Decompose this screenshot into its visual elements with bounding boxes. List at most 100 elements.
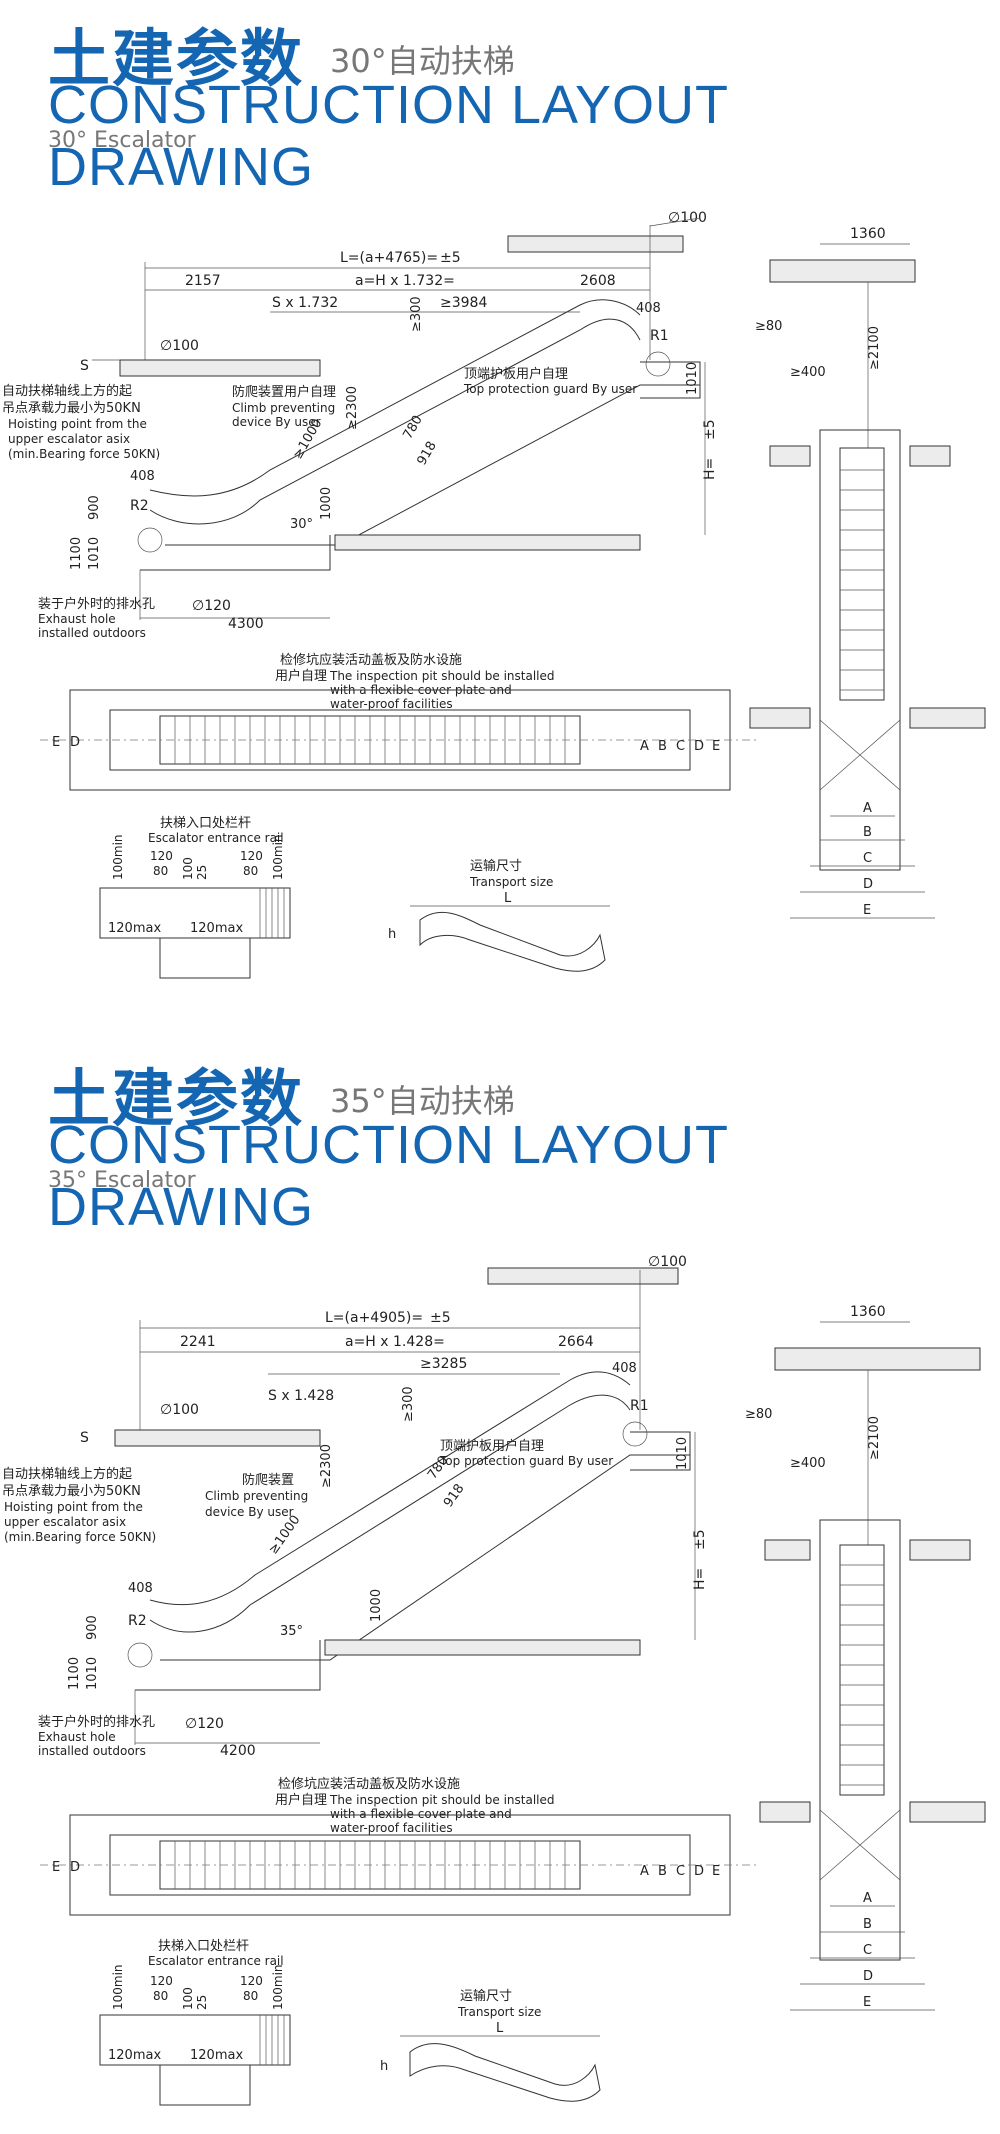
dim-pit: 4200 [220,1743,256,1759]
transport-cn: 运输尺寸 [470,858,522,874]
rail-120-l: 120 [150,849,173,863]
section-35-escalator: 土建参数 35°自动扶梯 CONSTRUCTION LAYOUT DRAWING… [0,1010,1000,2134]
end-shaft [819,1519,901,1961]
subtitle-en: 35° Escalator [48,1168,196,1193]
drain-en-1: Exhaust hole [38,612,116,626]
subtitle-en: 30° Escalator [48,128,196,153]
end-c: C [863,851,872,866]
end-d: D [863,877,873,892]
hoist-en-1: Hoisting point from the [4,1500,143,1514]
dim-1000-v: 1000 [319,487,334,520]
transport-l: L [496,2021,504,2036]
transport-outline [409,2043,601,2102]
end-a: A [863,1891,872,1906]
plan-view: 检修坑应装活动盖板及防水设施 用户自理 The inspection pit s… [40,652,760,791]
dim-s: S x 1.428 [268,1388,334,1404]
end-top-slab [769,259,916,283]
end-e: E [863,1995,871,2010]
guard-en: Top protection guard By user [463,382,637,396]
plan-right-d: D [694,739,704,754]
rail-25: 25 [195,865,209,880]
end-c: C [863,1943,872,1958]
hoist-en-1: Hoisting point from the [8,417,147,431]
drain-en-1: Exhaust hole [38,1730,116,1744]
rail-120-r: 120 [240,849,263,863]
pit-cn-2: 用户自理 [275,1792,327,1808]
dim-pit: 4300 [228,616,264,632]
rail-label-cn: 扶梯入口处栏杆 [158,1939,249,1954]
transport-outline [419,911,606,972]
rail-100min-r: 100min [271,1964,285,2010]
r2-label: R2 [130,498,149,514]
top-slab [487,1267,679,1285]
construction-drawing: ∅100 L=(a+4905)= ±5 2241 a=H x 1.428= 26… [2,1254,986,2106]
total-tol: ±5 [440,250,461,266]
plan-left-e: E [52,1860,60,1875]
end-d80: ≥80 [755,319,782,334]
rail-100min-r: 100min [271,834,285,880]
rail-100: 100 [181,1987,195,2010]
subtitle-cn: 30°自动扶梯 [330,42,515,80]
end-view: 1360 ≥80 ≥400 ≥2100 A B [745,1304,986,2011]
dim-900: 900 [87,495,102,520]
rail-label-cn: 扶梯入口处栏杆 [160,816,251,831]
dim-left: 2241 [180,1334,216,1350]
end-width: 1360 [850,226,886,242]
r2-circle [137,527,163,553]
lower-floor-slab [114,1429,321,1447]
pit-cn: 检修坑应装活动盖板及防水设施 [280,652,462,668]
rail-120-l: 120 [150,1974,173,1988]
dim-right: 2608 [580,273,616,289]
dim-1100: 1100 [67,1657,82,1690]
end-e: E [863,903,871,918]
climb-en-1: Climb preventing [232,401,335,415]
subtitle-cn: 35°自动扶梯 [330,1082,515,1120]
plan-right-d: D [694,1864,704,1879]
rail-label-en: Escalator entrance rail [148,1954,284,1968]
transport-h: h [380,2059,388,2074]
handrail-line [149,1394,631,1633]
dim-408-left: 408 [130,469,155,484]
h-label: H= [702,458,718,480]
dim-1000-v: 1000 [369,1589,384,1622]
dim-s: S x 1.732 [272,295,338,311]
plan-right-e: E [712,739,720,754]
title-cn: 土建参数 [48,1062,305,1135]
hoist-en-2: upper escalator asix [8,432,130,446]
transport-h: h [388,927,396,942]
guard-cn: 顶端护板用户自理 [464,366,568,382]
dim-right: 2664 [558,1334,594,1350]
pit-en-2: with a flexible cover plate and [330,1807,512,1821]
end-b: B [863,825,872,840]
end-d: D [863,1969,873,1984]
construction-drawing: ∅100 L=(a+4765)= ±5 2157 a=H x 1.732= 26… [2,210,986,979]
plan-left-d: D [70,735,80,750]
dia-top-label: ∅100 [668,210,707,226]
hoist-cn-1: 自动扶梯轴线上方的起 [2,1466,132,1482]
plan-right-a: A [640,739,649,754]
plan-left-e: E [52,735,60,750]
top-slab [507,235,684,253]
end-d400: ≥400 [790,1456,826,1471]
end-view: 1360 ≥80 ≥400 ≥2100 A B [749,226,986,919]
end-d400: ≥400 [790,365,826,380]
hoist-en-2: upper escalator asix [4,1515,126,1529]
hoist-cn-2: 吊点承载力最小为50KN [2,401,141,416]
r1-label: R1 [650,328,669,344]
s-label: S [80,358,89,374]
dia-top-label: ∅100 [648,1254,687,1270]
dim-a: a=H x 1.732= [355,273,455,289]
rail-100min-l: 100min [111,834,125,880]
dim-1010-left: 1010 [87,537,102,570]
guard-cn: 顶端护板用户自理 [440,1438,544,1454]
truss-bottom [160,1454,690,1661]
transport-l: L [504,891,512,906]
dim-1010-right: 1010 [685,362,700,395]
dim-300: ≥300 [401,1386,416,1422]
pit-en-3: water-proof facilities [330,697,453,711]
dim-step: ≥3984 [440,295,487,311]
plan-right-c: C [676,739,685,754]
climb-cn: 防爬装置 [242,1472,294,1488]
dim-step: ≥3285 [420,1356,467,1372]
rail-100: 100 [181,857,195,880]
